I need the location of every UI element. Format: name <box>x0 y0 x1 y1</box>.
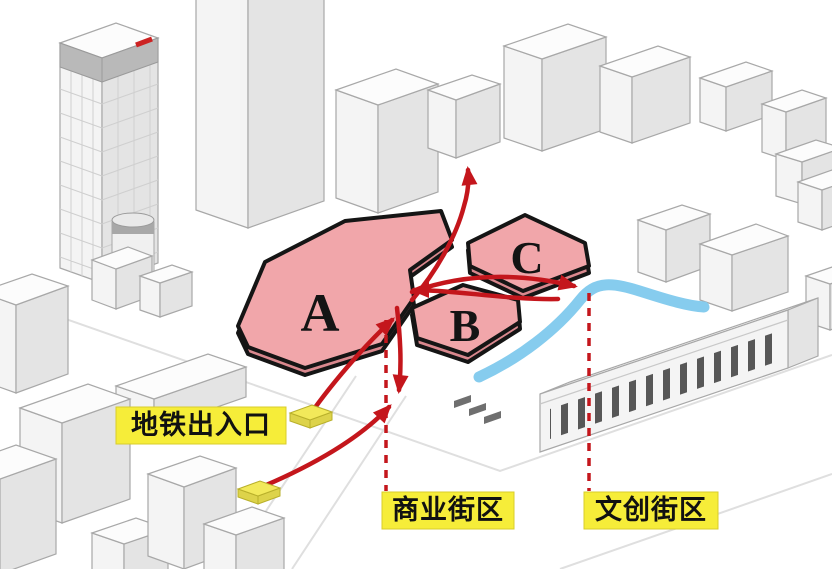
flow-arrows <box>261 166 578 489</box>
building-colonnade-hall <box>539 297 819 453</box>
label-commercial-block: 商业街区 <box>381 491 515 530</box>
building-block <box>138 264 194 318</box>
flow-arrow-metro-2 <box>261 404 392 489</box>
dashed-leaders <box>384 293 591 491</box>
parcel-b-label: B <box>450 300 481 351</box>
building-block <box>598 45 692 144</box>
parcel-b-shape <box>410 283 522 357</box>
label-commercial-block-text: 商业街区 <box>392 495 504 525</box>
label-cultural-block: 文创街区 <box>583 491 719 530</box>
building-tall-tower <box>195 0 325 229</box>
building-block <box>698 61 774 132</box>
label-metro-entrance: 地铁出入口 <box>115 406 287 445</box>
label-commercial-block-bg <box>381 491 515 530</box>
flow-arrow-south <box>392 305 409 394</box>
site-parcels: A B C <box>236 209 591 377</box>
metro-exit-marker-2 <box>236 480 282 505</box>
building-block <box>0 273 70 394</box>
parcel-a-shape <box>236 209 454 370</box>
flow-arrow-west <box>410 282 561 302</box>
colonnade-columns <box>550 333 773 439</box>
building-block <box>636 204 712 283</box>
building-block <box>0 444 58 569</box>
flow-arrow-north <box>409 166 478 303</box>
plaza-steps <box>454 395 501 424</box>
parcel-a-label: A <box>301 283 340 343</box>
building-block <box>502 23 608 152</box>
building-block <box>698 223 790 312</box>
label-cultural-block-bg <box>583 491 719 530</box>
label-metro-entrance-text: 地铁出入口 <box>131 410 271 440</box>
flow-arrow-metro-1 <box>311 317 395 412</box>
metro-exit-marker-1 <box>288 404 334 429</box>
building-block <box>334 68 440 214</box>
building-block <box>796 169 832 231</box>
parcel-c-shape <box>466 213 591 293</box>
flow-arrow-east <box>409 274 578 295</box>
tower-red-sign <box>135 36 153 48</box>
label-cultural-block-text: 文创街区 <box>595 494 707 525</box>
waterway-ribbon <box>473 279 710 383</box>
building-block <box>202 506 286 569</box>
parcel-c-label: C <box>510 232 543 283</box>
label-metro-entrance-bg <box>115 406 287 445</box>
building-block <box>426 74 502 159</box>
